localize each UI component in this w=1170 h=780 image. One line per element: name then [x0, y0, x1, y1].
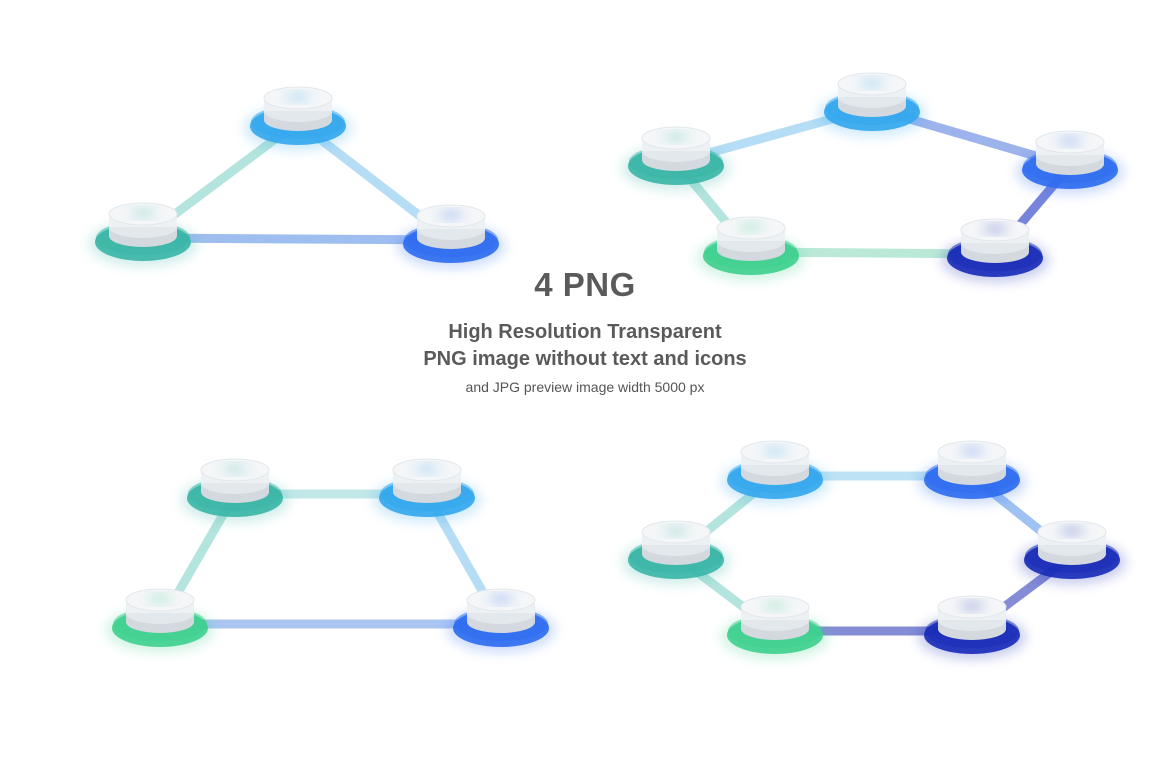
node-p2: [622, 126, 730, 190]
node-p3: [1016, 130, 1124, 194]
node-h5: [721, 595, 829, 659]
node-p1: [818, 72, 926, 136]
node-h2: [918, 440, 1026, 504]
caption-title: 4 PNG: [534, 266, 636, 303]
node-t2: [89, 202, 197, 266]
caption-subtitle-line2: PNG image without text and icons: [423, 348, 747, 370]
caption-note: and JPG preview image width 5000 px: [465, 379, 705, 395]
caption-subtitle-line1: High Resolution Transparent: [448, 321, 722, 343]
node-h6: [918, 595, 1026, 659]
node-p4: [697, 216, 805, 280]
node-q1: [181, 458, 289, 522]
node-t3: [397, 204, 505, 268]
node-h3: [622, 520, 730, 584]
nodes-pentagon: [622, 72, 1124, 282]
nodes-triangle: [89, 86, 505, 268]
node-q3: [106, 588, 214, 652]
node-q4: [447, 588, 555, 652]
node-p5: [941, 218, 1049, 282]
diagram-hexagon: [671, 471, 1077, 636]
nodes-hexagon: [622, 440, 1126, 659]
nodes-quadrilateral: [106, 458, 555, 652]
node-q2: [373, 458, 481, 522]
node-t1: [244, 86, 352, 150]
node-h4: [1018, 520, 1126, 584]
node-h1: [721, 440, 829, 504]
